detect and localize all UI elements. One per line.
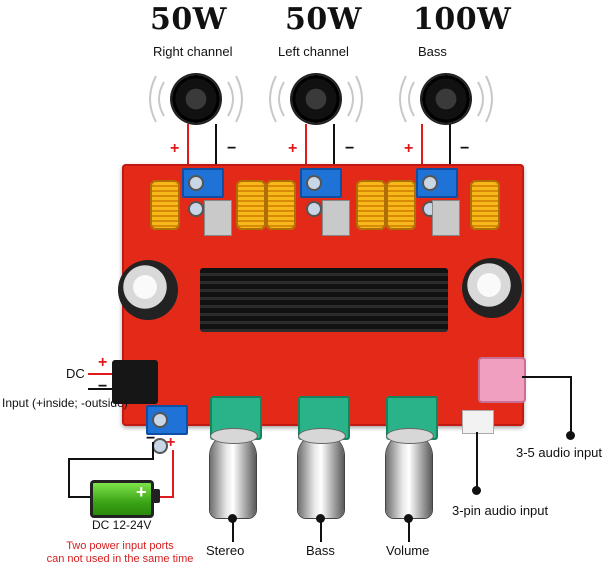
battery-plus-wire-v: [172, 450, 174, 498]
left-speaker-icon: [292, 75, 340, 123]
dc-minus-sign: −: [98, 378, 108, 395]
inductor: [356, 180, 386, 230]
inductor: [266, 180, 296, 230]
audio-3pin-label: 3-pin audio input: [452, 503, 549, 518]
battery-plus-icon: +: [136, 482, 147, 502]
left-power-rating: 50W: [285, 2, 362, 37]
bass-knob[interactable]: [298, 434, 344, 518]
right-plus-wire: [187, 124, 189, 168]
dc-label: DC: [66, 366, 85, 381]
sound-waves-icon: [399, 75, 493, 123]
stereo-knob-top: [210, 428, 258, 444]
right-channel-label: Right channel: [153, 44, 233, 59]
volume-knob-top: [386, 428, 434, 444]
battery-icon: [90, 480, 154, 518]
left-channel-label: Left channel: [278, 44, 349, 59]
inductor: [386, 180, 416, 230]
battery-minus-wire-down: [68, 458, 70, 498]
electrolytic-capacitor: [462, 258, 522, 318]
right-output-terminal[interactable]: [182, 168, 224, 217]
audio-35-label: 3-5 audio input: [516, 445, 603, 460]
volume-knob[interactable]: [386, 434, 432, 518]
power-warning-line2: can not used in the same time: [46, 553, 194, 565]
audio-3pin-leader-dot: [472, 486, 481, 495]
battery-voltage-label: DC 12-24V: [92, 518, 152, 532]
dc-plus-sign: +: [98, 354, 108, 371]
audio-3pin-header[interactable]: [462, 410, 494, 434]
power-screw-terminal[interactable]: [146, 405, 188, 454]
left-plus-wire: [305, 124, 307, 168]
bass-minus-wire: [449, 124, 451, 168]
bass-leader: [320, 518, 322, 542]
inductor: [150, 180, 180, 230]
filter-capacitor: [432, 200, 460, 236]
bass-output-terminal[interactable]: [416, 168, 458, 217]
sound-waves-icon: [149, 75, 243, 123]
filter-capacitor: [322, 200, 350, 236]
stereo-leader-dot: [228, 514, 237, 523]
battery-plus-wire-h: [156, 496, 174, 498]
volume-leader: [408, 518, 410, 542]
heatsink: [200, 268, 448, 332]
bass-plus-wire: [421, 124, 423, 168]
power-warning-line1: Two power input ports: [66, 540, 174, 552]
bass-knob-top: [298, 428, 346, 444]
stereo-knob[interactable]: [210, 434, 256, 518]
electrolytic-capacitor: [118, 260, 178, 320]
sound-waves-icon: [269, 75, 363, 123]
right-minus-sign: −: [227, 140, 237, 157]
left-minus-sign: −: [345, 140, 355, 157]
dc-detail-label: Input (+inside; -outside): [2, 396, 128, 410]
dc-barrel-jack[interactable]: [112, 360, 158, 404]
left-minus-wire: [333, 124, 335, 168]
bass-plus-sign: +: [404, 140, 414, 157]
battery-tip: [154, 489, 160, 503]
battery-minus-wire-v: [152, 442, 154, 460]
audio-35-jack[interactable]: [478, 357, 526, 403]
battery-minus-wire-h: [68, 458, 154, 460]
audio-35-leader-dot: [566, 431, 575, 440]
battery-minus-wire-end: [68, 496, 90, 498]
terminal-plus-sign: +: [166, 434, 176, 451]
filter-capacitor: [204, 200, 232, 236]
right-speaker-icon: [172, 75, 220, 123]
inductor: [470, 180, 500, 230]
bass-minus-sign: −: [460, 140, 470, 157]
audio-3pin-leader: [476, 432, 478, 488]
power-warning: Two power input ports can not used in th…: [20, 540, 220, 566]
audio-35-leader-v: [570, 376, 572, 434]
bass-channel-label: Bass: [418, 44, 447, 59]
stereo-leader: [232, 518, 234, 542]
terminal-minus-sign: −: [146, 430, 156, 447]
dc-plus-wire: [88, 373, 112, 375]
bass-leader-dot: [316, 514, 325, 523]
right-plus-sign: +: [170, 140, 180, 157]
volume-leader-dot: [404, 514, 413, 523]
stereo-label: Stereo: [206, 543, 245, 558]
right-power-rating: 50W: [150, 2, 227, 37]
left-output-terminal[interactable]: [300, 168, 342, 217]
volume-label: Volume: [386, 543, 430, 558]
bass-control-label: Bass: [306, 543, 335, 558]
bass-power-rating: 100W: [413, 2, 512, 37]
inductor: [236, 180, 266, 230]
dc-minus-wire: [88, 388, 112, 390]
right-minus-wire: [215, 124, 217, 168]
left-plus-sign: +: [288, 140, 298, 157]
audio-35-leader-h: [522, 376, 572, 378]
bass-speaker-icon: [422, 75, 470, 123]
